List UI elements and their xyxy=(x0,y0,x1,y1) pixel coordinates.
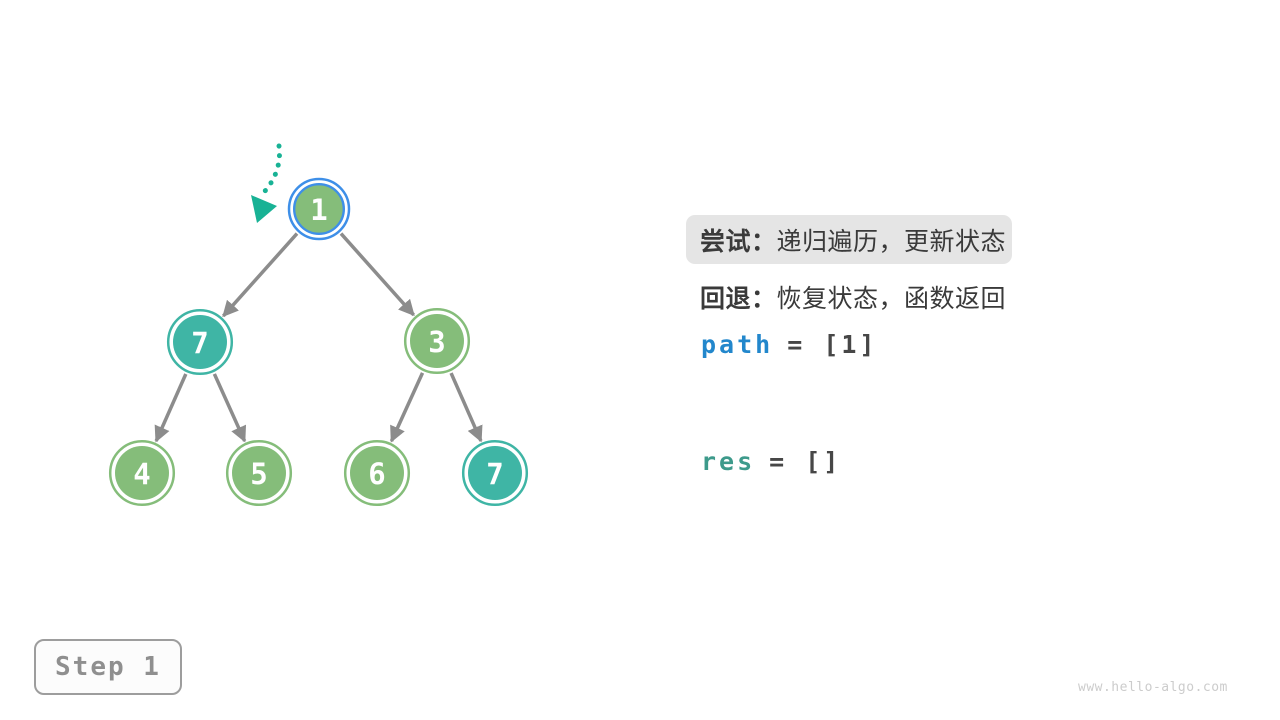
tree-edge xyxy=(449,372,483,443)
pointer-arrowhead-icon xyxy=(251,195,277,223)
tree-edge xyxy=(222,232,299,318)
backtrack-text: 恢复状态，函数返回 xyxy=(776,285,1007,313)
node-circle xyxy=(115,446,169,500)
tree-edge xyxy=(154,373,188,443)
node-value-label: 7 xyxy=(191,326,208,360)
tree-node-6: 6 xyxy=(343,439,411,507)
step-badge: Step 1 xyxy=(34,639,182,695)
tree-node-4: 4 xyxy=(108,439,176,507)
node-value-label: 4 xyxy=(133,457,150,491)
try-label: 尝试： xyxy=(700,227,777,256)
node-circle xyxy=(293,182,346,235)
watermark: www.hello-algo.com xyxy=(1078,680,1228,695)
tree-edge xyxy=(389,372,425,443)
pointer-dotted-trail xyxy=(262,143,282,194)
path-variable-name: path xyxy=(701,330,774,359)
try-text: 递归遍历，更新状态 xyxy=(776,227,1007,256)
try-step-highlight: 尝试：递归遍历，更新状态 xyxy=(686,215,1012,264)
node-value-label: 7 xyxy=(486,457,503,491)
tree-node-5: 5 xyxy=(225,439,293,507)
node-value-label: 3 xyxy=(428,325,445,359)
node-value-label: 6 xyxy=(368,457,385,491)
node-value-label: 1 xyxy=(310,193,327,227)
res-variable-name: res xyxy=(701,447,756,476)
path-variable-value: = [1] xyxy=(787,330,878,359)
tree-node-3: 3 xyxy=(403,307,471,375)
step-badge-label: Step 1 xyxy=(55,652,161,682)
try-step-line: 尝试：递归遍历，更新状态 xyxy=(700,222,1006,258)
node-circle xyxy=(350,446,404,500)
tree-node-1: 1 xyxy=(287,177,351,241)
node-circle xyxy=(173,315,227,369)
node-value-label: 5 xyxy=(250,457,267,491)
node-circle xyxy=(468,446,522,500)
res-variable-line: res = [] xyxy=(701,447,841,476)
tree-node-7: 7 xyxy=(461,439,529,507)
tree-edge xyxy=(339,232,415,317)
tree-node-7: 7 xyxy=(166,308,234,376)
path-variable-line: path = [1] xyxy=(701,330,877,359)
backtrack-line: 回退：恢复状态，函数返回 xyxy=(700,279,1006,315)
backtrack-label: 回退： xyxy=(700,285,777,313)
node-circle xyxy=(410,314,464,368)
res-variable-value: = [] xyxy=(769,447,842,476)
node-circle xyxy=(232,446,286,500)
tree-edge xyxy=(212,373,247,443)
